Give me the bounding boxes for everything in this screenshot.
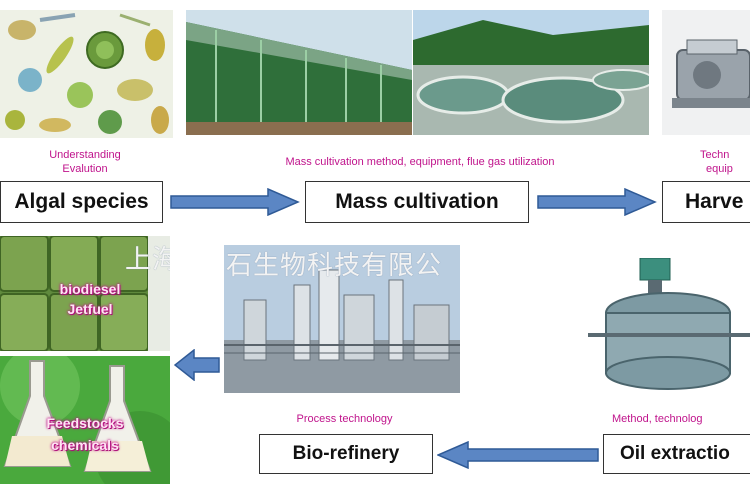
left-arrow-icon [437, 441, 599, 469]
biorefinery-plant-photo [224, 245, 460, 393]
caption-oil-extraction-method: Method, technolog [612, 413, 703, 425]
caption-evolution: Evalution [62, 163, 108, 175]
watermark-left: 上海 [125, 245, 170, 275]
product-feedstocks: Feedstocks [46, 415, 124, 431]
extraction-reactor-photo [588, 258, 750, 393]
algae-microscopy-photo [0, 10, 173, 138]
product-chemicals: chemicals [51, 437, 119, 453]
stage-oil-extraction: Oil extractio [603, 434, 750, 474]
product-jetfuel: Jetfuel [67, 301, 113, 317]
stage-mass-cultivation: Mass cultivation [305, 181, 529, 223]
caption-harvest-technology: Techn [700, 149, 730, 161]
harvest-equipment-photo [662, 10, 750, 135]
cultivation-tanks-photo [186, 10, 412, 135]
caption-harvest-equipment: equip [706, 163, 733, 175]
right-arrow-icon [170, 188, 300, 216]
watermark-center: 石生物科技有限公 [226, 251, 443, 281]
stage-bio-refinery: Bio-refinery [259, 434, 433, 474]
caption-mass-cultivation: Mass cultivation method, equipment, flue… [285, 156, 555, 168]
stage-algal-species: Algal species [0, 181, 163, 223]
fuel-barrels-photo [0, 236, 170, 351]
raceway-ponds-photo [413, 10, 649, 135]
right-arrow-icon [537, 188, 657, 216]
caption-understanding: Understanding [49, 149, 121, 161]
left-arrow-icon [174, 349, 220, 381]
chemical-flasks-photo [0, 356, 170, 484]
caption-process-technology: Process technology [296, 413, 393, 425]
product-biodiesel: biodiesel [59, 281, 121, 297]
stage-harvest: Harve [662, 181, 750, 223]
